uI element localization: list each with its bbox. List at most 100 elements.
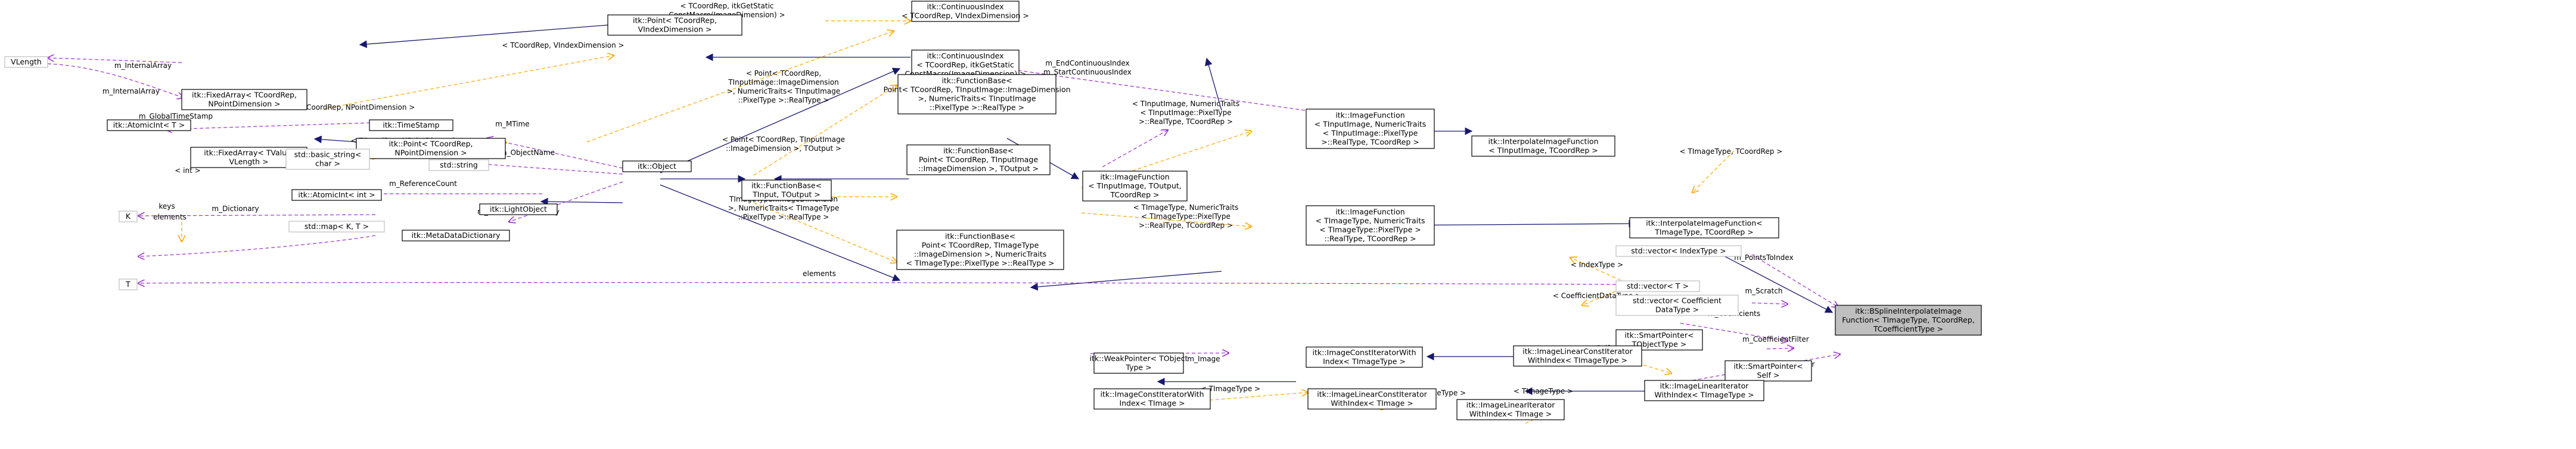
class-node-metadata-dict[interactable]: itk::MetaDataDictionary — [402, 230, 510, 241]
node-box — [906, 144, 1051, 175]
edge-tpl-if-b — [1081, 212, 1251, 227]
text-line: itk::FixedArray< TValue, — [204, 148, 293, 157]
text-line: m_ReferenceCount — [389, 179, 457, 188]
edge-label-tpl-timagetype-3: < TImageType > — [1514, 387, 1573, 395]
node-box — [1082, 171, 1188, 202]
edge-label-tpl-index-type: < IndexType > — [1571, 261, 1623, 269]
text-line: itk::WeakPointer< TObject — [1090, 354, 1188, 363]
class-node-smart-ptr-self[interactable]: itk::SmartPointer<Self > — [1724, 360, 1812, 382]
text-line: itk::AtomicInt< T > — [113, 120, 185, 129]
class-node-function-base-b[interactable]: itk::FunctionBase<Point< TCoordRep, TInp… — [906, 144, 1051, 175]
class-node-t[interactable]: T — [119, 278, 138, 290]
node-label: itk::FunctionBase<TInput, TOutput > — [751, 181, 822, 199]
class-node-image-function-a[interactable]: itk::ImageFunction< TInputImage, Numeric… — [1306, 109, 1435, 149]
class-node-cont-index-vindex[interactable]: itk::ContinuousIndex< TCoordRep, VIndexD… — [902, 1, 1029, 22]
class-node-basic-string[interactable]: std::basic_string<char > — [285, 148, 370, 170]
node-label: T — [125, 280, 130, 289]
class-node-smart-ptr-tobject[interactable]: itk::SmartPointer<TObjectType > — [1615, 329, 1703, 351]
node-label: itk::Point< TCoordRep,NPointDimension > — [389, 140, 473, 157]
text-line: itk::InterpolateImageFunction — [1489, 137, 1599, 146]
class-node-interp-image-fn-generic[interactable]: itk::InterpolateImageFunction< TInputIma… — [1471, 135, 1615, 157]
node-label: itk::SmartPointer<Self > — [1733, 362, 1803, 380]
edge-label-object-name: m_ObjectName — [500, 148, 555, 157]
node-box — [1615, 245, 1742, 257]
node-box — [622, 160, 692, 172]
text-line: ::ImageDimension >, NumericTraits — [914, 250, 1047, 259]
class-node-fixed-array-tcoord[interactable]: itk::FixedArray< TCoordRep,NPointDimensi… — [181, 89, 307, 110]
text-line: < TImageType::PixelType > — [1319, 225, 1421, 234]
class-node-vector-t[interactable]: std::vector< T > — [1615, 280, 1700, 292]
text-line: >::RealType, TCoordRep > — [1139, 117, 1233, 126]
text-line: m_InternalArray — [102, 87, 160, 95]
node-box — [1629, 217, 1779, 239]
class-node-std-string[interactable]: std::string — [428, 159, 489, 171]
edge-label-image: m_Image — [1187, 355, 1220, 363]
node-box — [741, 179, 832, 201]
edge-lightobject-to-object — [540, 197, 623, 206]
edge-label-internal-array-2: m_InternalArray — [102, 87, 160, 95]
class-node-object[interactable]: itk::Object — [622, 160, 692, 172]
text-line: >::RealType, TCoordRep > — [1139, 221, 1233, 230]
node-label: itk::SmartPointer<TObjectType > — [1624, 331, 1693, 349]
class-node-vlength[interactable]: VLength — [4, 56, 48, 68]
text-line: < TCoordRep, itkGetStatic — [916, 60, 1014, 69]
node-box — [119, 210, 138, 222]
class-node-light-object[interactable]: itk::LightObject — [479, 203, 558, 215]
class-node-function-base-c[interactable]: itk::FunctionBase<Point< TCoordRep, TIma… — [896, 230, 1064, 270]
edge-object-name — [481, 164, 623, 175]
class-node-function-base-tinput[interactable]: itk::FunctionBase<TInput, TOutput > — [741, 179, 832, 201]
node-box — [369, 119, 453, 131]
text-line: keys — [159, 202, 175, 210]
node-label: itk::InterpolateImageFunction< TInputIma… — [1489, 137, 1599, 155]
text-line: >, NumericTraits< TInputImage — [918, 94, 1036, 103]
text-line: ::ImageDimension >, TOutput > — [726, 144, 841, 153]
node-label: itk::FunctionBase<Point< TCoordRep, TInp… — [918, 146, 1039, 173]
class-node-std-map[interactable]: std::map< K, T > — [288, 221, 385, 233]
text-line: NPointDimension > — [208, 100, 280, 109]
edge-interp-to-bspline — [1704, 245, 1834, 313]
node-box — [288, 221, 385, 233]
text-line: m_MTime — [495, 120, 529, 128]
text-line: elements — [153, 213, 187, 221]
text-line: < TInputImage::PixelType — [1140, 109, 1231, 117]
node-box — [1306, 205, 1435, 246]
class-node-timestamp[interactable]: itk::TimeStamp — [369, 119, 453, 131]
class-node-interp-image-fn[interactable]: itk::InterpolateImageFunction<TImageType… — [1629, 217, 1779, 239]
edge-vlength-internal-array — [47, 63, 184, 98]
class-node-vector-index[interactable]: std::vector< IndexType > — [1615, 245, 1742, 257]
text-line: WithIndex< TImage > — [1469, 410, 1552, 419]
edge-label-elements-1: elements — [153, 213, 187, 221]
class-node-atomic-int-int[interactable]: itk::AtomicInt< int > — [291, 189, 382, 201]
text-line: itk::TimeStamp — [383, 120, 439, 129]
class-node-k[interactable]: K — [119, 210, 138, 222]
node-box — [1471, 135, 1615, 157]
node-label: itk::Object — [638, 162, 676, 171]
text-line: < Point< TCoordRep, — [746, 69, 821, 78]
class-node-point-ncoord[interactable]: itk::Point< TCoordRep,NPointDimension > — [356, 138, 506, 159]
node-box — [181, 89, 307, 110]
class-node-image-function-b[interactable]: itk::ImageFunction< TImageType, NumericT… — [1306, 205, 1435, 246]
class-node-image-function-generic[interactable]: itk::ImageFunction< TInputImage, TOutput… — [1082, 171, 1188, 202]
node-box — [356, 138, 506, 159]
node-label: VLength — [11, 57, 42, 66]
text-line: ::RealType, TCoordRep > — [1324, 234, 1416, 243]
node-box — [1306, 346, 1423, 368]
edge-coefficients — [1680, 323, 1788, 341]
node-box — [479, 203, 558, 215]
edge-label-internal-array-1: m_InternalArray — [114, 61, 172, 70]
class-node-function-base-a[interactable]: itk::FunctionBase<Point< TCoordRep, TInp… — [883, 74, 1071, 114]
class-node-atomic-int-t[interactable]: itk::AtomicInt< T > — [107, 119, 191, 131]
text-line: itk::ImageLinearIterator — [1660, 382, 1750, 391]
class-node-point-vindex[interactable]: itk::Point< TCoordRep,VIndexDimension > — [607, 14, 742, 36]
text-line: WithIndex< TImageType > — [1528, 356, 1627, 365]
